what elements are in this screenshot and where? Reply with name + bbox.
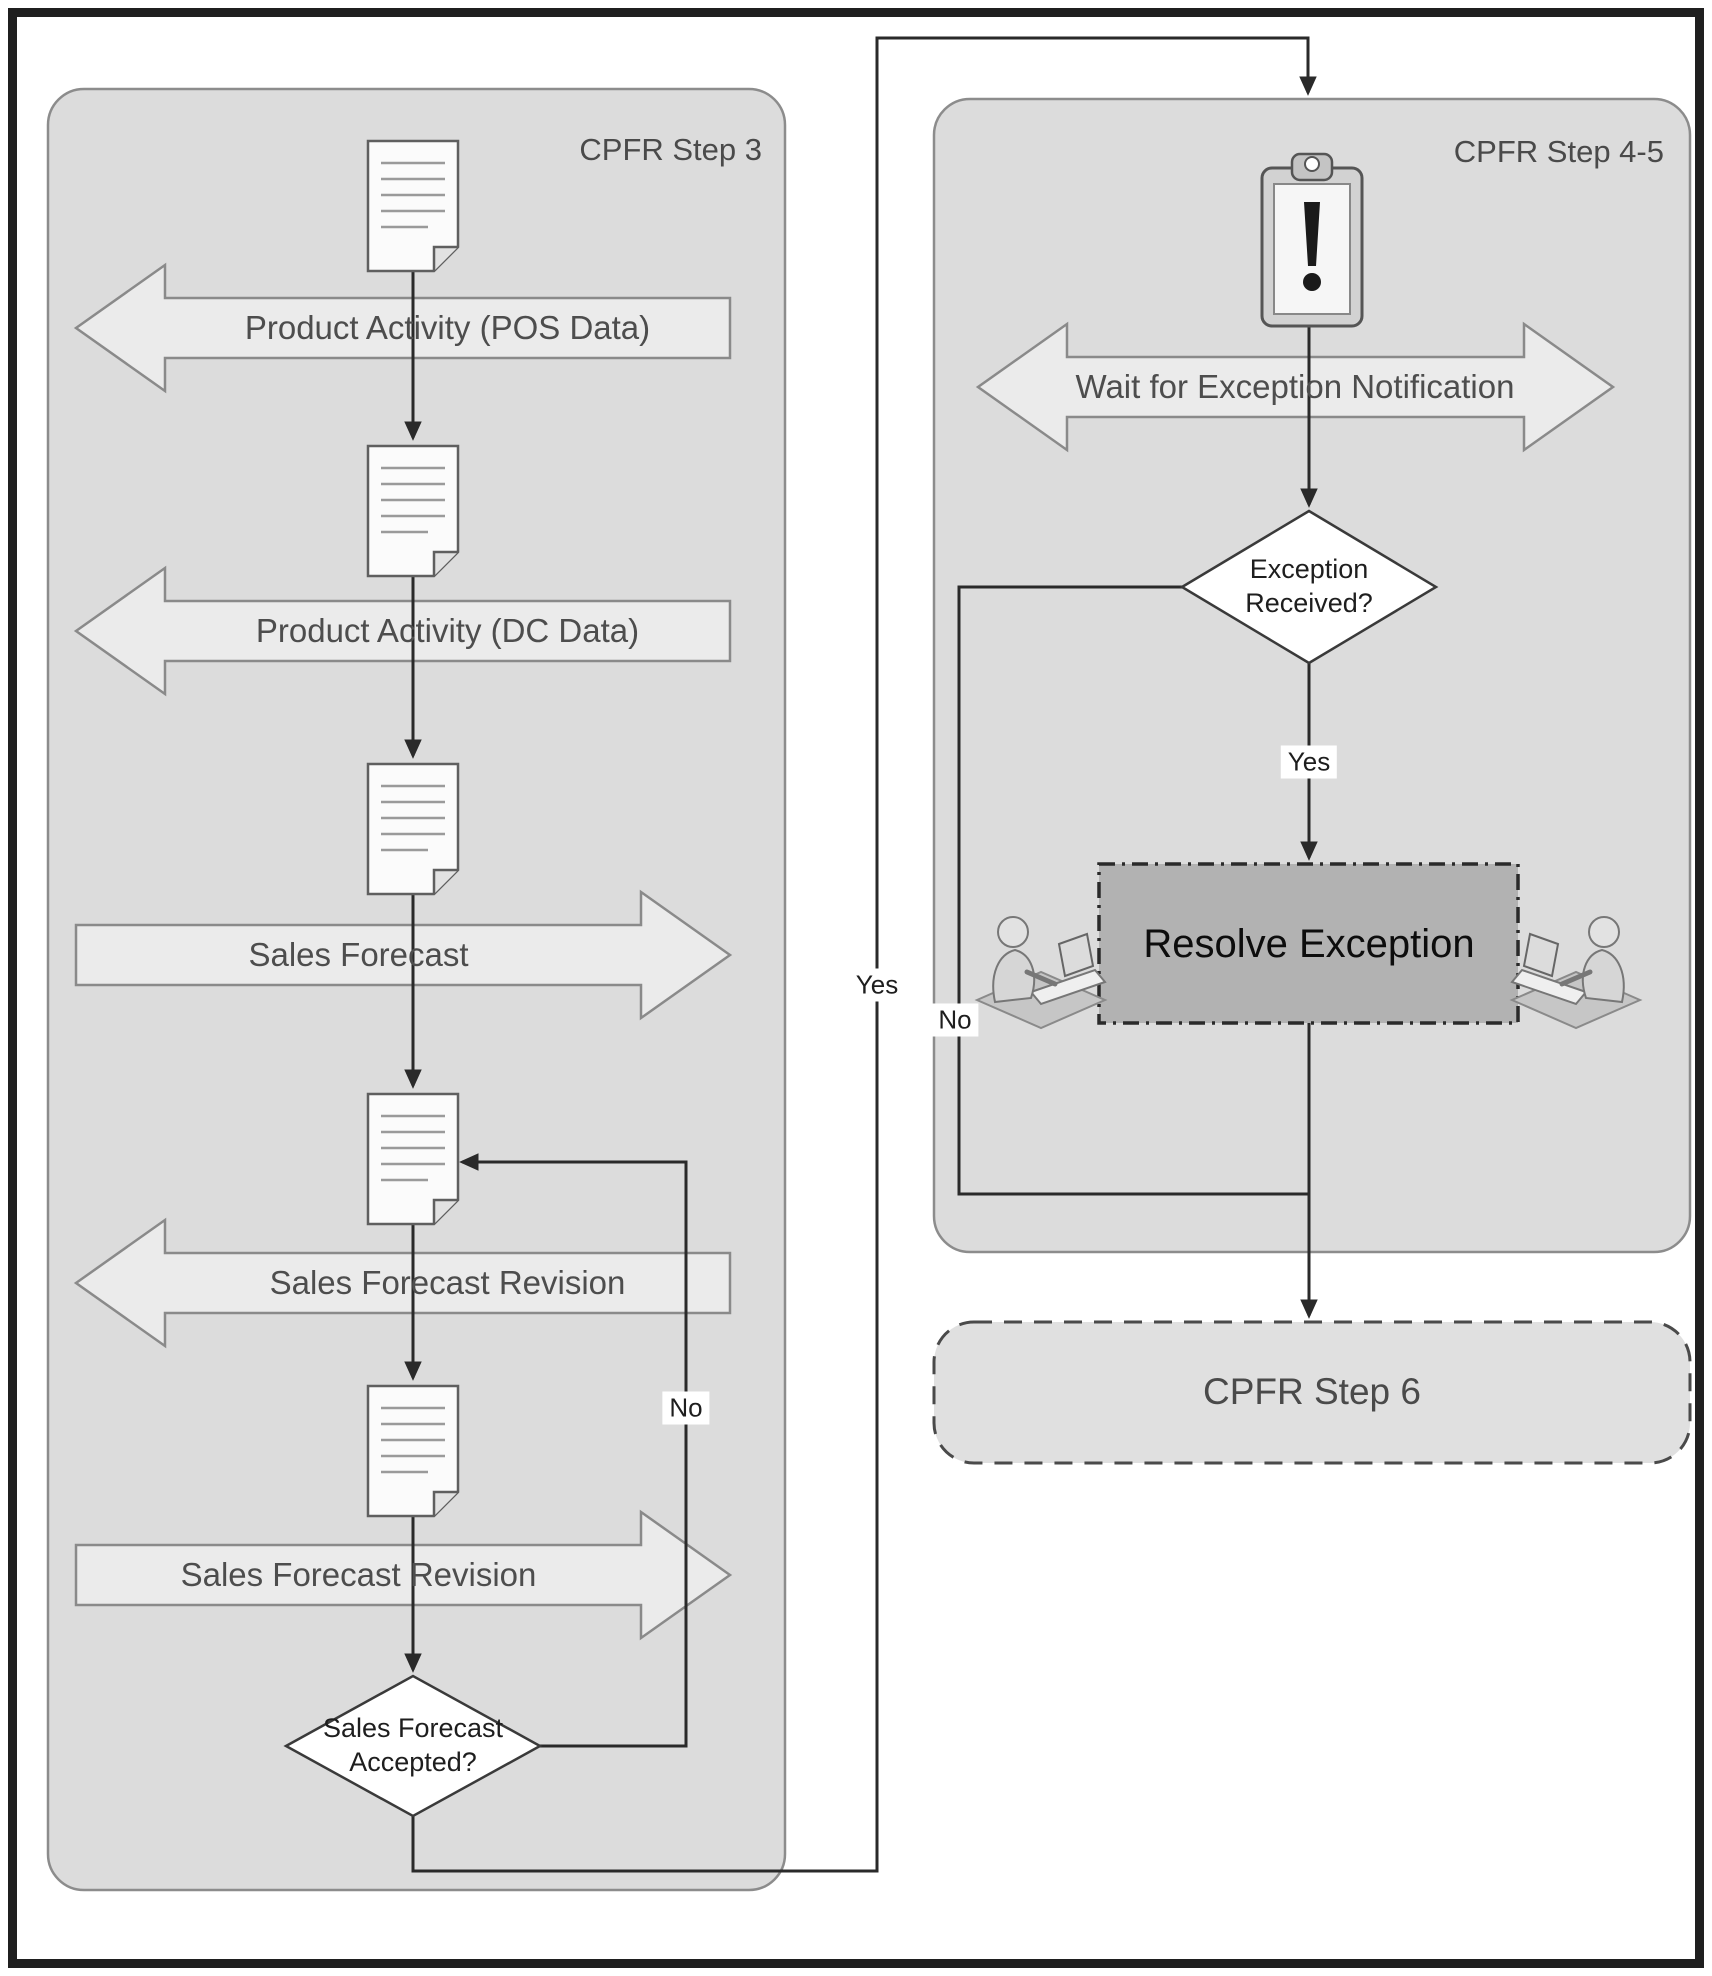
resolve-exception-label: Resolve Exception (1143, 921, 1475, 966)
document-icon (366, 1384, 460, 1518)
banner-arrow-forecast-revision-left (73, 1217, 732, 1349)
decision-label-exception-received: Exception Received? (1245, 554, 1373, 618)
decision-label-forecast-accepted: Sales Forecast Accepted? (322, 1713, 504, 1777)
banner-arrow-forecast-revision-right (74, 1509, 733, 1641)
banner-label-pos-data: Product Activity (POS Data) (244, 309, 651, 346)
document-icon (366, 444, 460, 578)
banner-label-dc-data: Product Activity (DC Data) (255, 612, 640, 649)
banner-arrow-sales-forecast (74, 889, 733, 1021)
banner-label-wait-exception: Wait for Exception Notification (1075, 368, 1515, 405)
banner-arrow-wait-exception (975, 321, 1616, 453)
right-panel-title: CPFR Step 4-5 (1453, 134, 1664, 169)
yes-branch-label-right: Yes (1280, 745, 1338, 779)
document-icon (366, 1092, 460, 1226)
banner-label-sales-forecast: Sales Forecast (248, 936, 469, 973)
banner-arrow-dc-data (73, 565, 732, 697)
document-icon (366, 762, 460, 896)
banner-arrow-pos-data (73, 262, 732, 394)
cpfr-step6-box (932, 1320, 1692, 1465)
cpfr-step3-panel (46, 87, 787, 1892)
left-panel-title: CPFR Step 3 (579, 132, 762, 167)
connector-no-loop-right (957, 585, 1309, 1196)
connector-yes-to-step45 (411, 36, 1317, 1873)
banner-label-forecast-revision-right: Sales Forecast Revision (180, 1556, 537, 1593)
no-branch-label-left: No (662, 1391, 710, 1425)
decision-exception-received (1179, 509, 1439, 665)
clipboard-exclamation-icon (1260, 152, 1364, 328)
banner-label-forecast-revision-left: Sales Forecast Revision (269, 1264, 626, 1301)
resolve-exception-box (1097, 862, 1520, 1025)
connector-no-loop-left (459, 1153, 688, 1748)
decision-sales-forecast-accepted (283, 1674, 543, 1818)
cpfr-step6-label: CPFR Step 6 (1203, 1371, 1421, 1412)
no-branch-label-right: No (931, 1003, 979, 1037)
yes-branch-label-left: Yes (848, 968, 906, 1002)
